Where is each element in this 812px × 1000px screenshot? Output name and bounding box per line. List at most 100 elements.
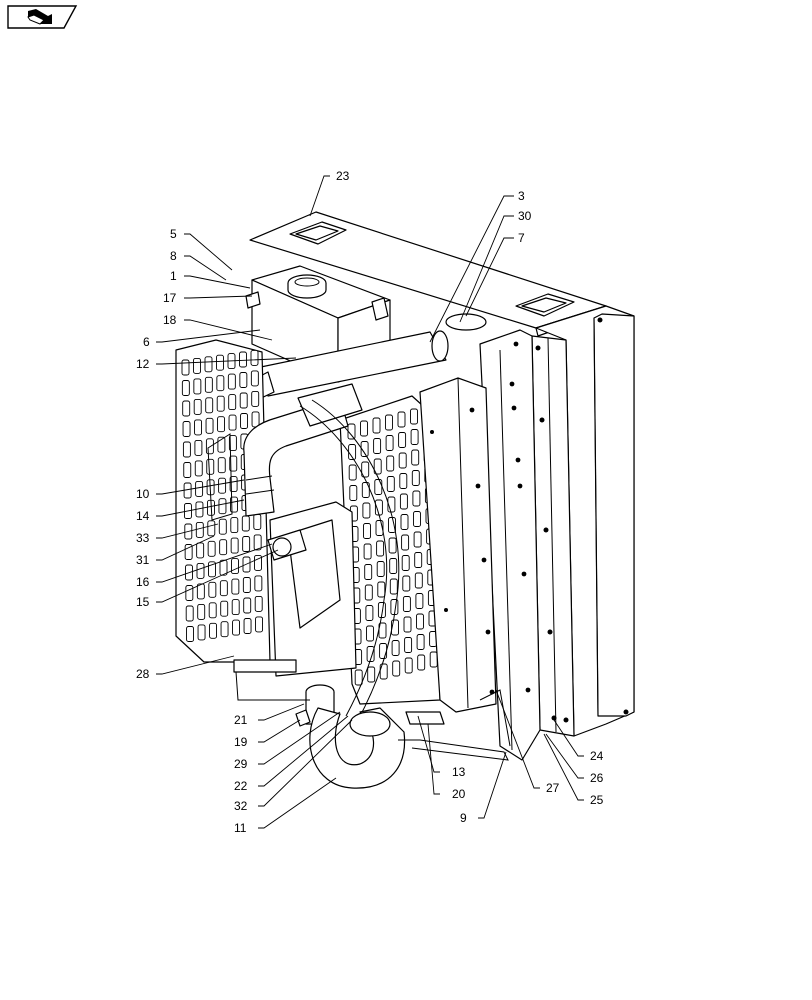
grille-slot [254, 595, 263, 612]
grille-slot [414, 552, 423, 568]
callout-13: 13 [452, 765, 466, 779]
rear-radiator-frame [249, 211, 635, 737]
grille-slot [181, 380, 190, 396]
grille-slot [207, 540, 216, 557]
grille-slot [392, 660, 401, 677]
callout-32: 32 [234, 799, 248, 813]
grille-slot [209, 622, 218, 639]
grille-slot [400, 514, 409, 530]
page-nav-badge[interactable] [6, 4, 78, 30]
grille-slot [417, 654, 426, 671]
callout-26: 26 [590, 771, 604, 785]
grille-slot [403, 616, 412, 633]
grille-slot [194, 419, 203, 436]
grille-slot [229, 476, 238, 493]
grille-slot [254, 554, 262, 571]
callout-14: 14 [136, 509, 150, 523]
grille-slot [218, 498, 227, 515]
grille-slot [389, 578, 398, 595]
callout-31: 31 [136, 553, 150, 567]
left-grille-panel [175, 339, 271, 663]
grille-slot [398, 452, 407, 469]
grille-slot [205, 417, 214, 434]
grille-slot [386, 455, 395, 472]
grille-slot [231, 599, 240, 616]
grille-slot [253, 513, 262, 530]
grille-slot [196, 583, 205, 600]
grille-slot [361, 482, 370, 498]
grille-slot [388, 537, 397, 554]
callout-11: 11 [234, 821, 247, 835]
small-hose [207, 399, 400, 721]
grille-slot [404, 657, 413, 674]
grille-slot [197, 624, 206, 641]
callout-29: 29 [234, 757, 248, 771]
callout-18: 18 [163, 313, 177, 327]
grille-slot [251, 390, 260, 407]
grille-slot [360, 420, 368, 437]
grille-slot [255, 616, 264, 633]
grille-slot [375, 520, 384, 536]
grille-slot [376, 561, 385, 577]
callout-25: 25 [590, 793, 604, 807]
grille-slot [231, 558, 239, 575]
grille-slot [218, 477, 227, 494]
callout-16: 16 [136, 575, 150, 589]
callout-labels: 23 3 30 7 5 8 1 17 18 6 12 10 14 33 31 1… [136, 169, 604, 835]
callout-19: 19 [234, 735, 248, 749]
grille-slot [386, 476, 395, 492]
grille-slot [416, 613, 424, 630]
grille-slot [204, 376, 213, 393]
grille-slot [185, 585, 194, 601]
grille-slot [411, 470, 420, 486]
callout-7: 7 [518, 231, 525, 245]
grille-slot [397, 411, 406, 428]
grille-slot [219, 539, 228, 556]
grille-slot [183, 462, 192, 478]
grille-slot [366, 625, 374, 642]
grille-slot [362, 502, 371, 519]
grille-slot [230, 517, 239, 534]
grille-slot [205, 397, 214, 414]
callout-30: 30 [518, 209, 532, 223]
grille-slot [385, 414, 393, 431]
callout-15: 15 [136, 595, 150, 609]
grille-slot [398, 432, 407, 448]
grille-slot [217, 457, 226, 474]
grille-slot [416, 634, 425, 650]
grille-slot [182, 441, 191, 458]
grille-slot [361, 461, 370, 478]
grille-slot [364, 564, 373, 580]
grille-slot [242, 536, 251, 552]
grille-slot [367, 666, 376, 683]
callout-9: 9 [460, 811, 467, 825]
callout-20: 20 [452, 787, 466, 801]
grille-slot [253, 534, 262, 551]
grille-slot [196, 542, 205, 559]
grille-slot [349, 485, 358, 501]
grille-slot [414, 572, 423, 589]
base-bracket [233, 659, 511, 761]
grille-slot [399, 473, 408, 489]
middle-cooler-frame [479, 329, 541, 761]
grille-slot [219, 580, 228, 597]
grille-slot [410, 408, 418, 425]
grille-slot [243, 618, 252, 634]
grille-slot [231, 578, 240, 595]
grille-slot [216, 354, 224, 371]
grille-slot [243, 597, 252, 614]
grille-slot [364, 584, 373, 601]
grille-slot [193, 378, 202, 395]
grille-slot [411, 449, 420, 466]
grille-slot [379, 643, 388, 659]
callout-33: 33 [136, 531, 150, 545]
grille-slot [208, 602, 217, 619]
grille-slot [194, 460, 203, 477]
grille-slot [227, 373, 236, 390]
fan-assembly [267, 501, 357, 677]
page-nav-arrow-icon [27, 9, 52, 25]
grille-slot [185, 605, 194, 622]
callout-6: 6 [143, 335, 150, 349]
grille-slot [232, 619, 241, 636]
